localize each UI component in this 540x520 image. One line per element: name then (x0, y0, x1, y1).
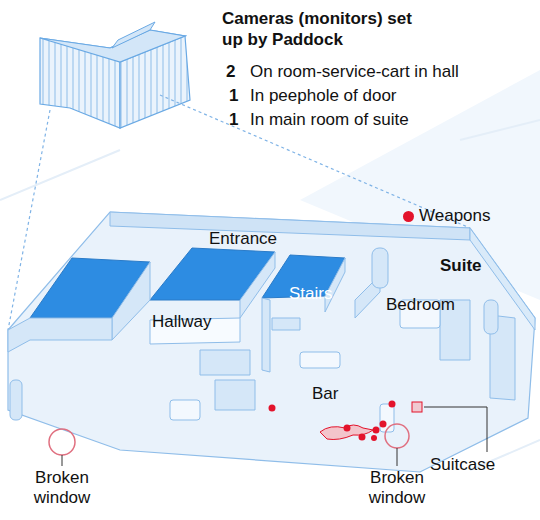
area-label: Bar (312, 384, 338, 404)
note-text: On room-service-cart in hall (250, 62, 459, 82)
hotel-thumbnail (40, 22, 190, 128)
leader-lines (62, 407, 487, 466)
area-label: Stairs (289, 284, 332, 304)
legend-text: Weapons (419, 206, 491, 226)
side-wall (470, 228, 535, 330)
area-label: Suite (440, 256, 482, 276)
note-text: In main room of suite (250, 110, 409, 130)
callout-number: 1 (229, 110, 238, 130)
callout-label: Broken window (357, 468, 437, 508)
area-label: Hallway (152, 312, 212, 332)
note-text: In peephole of door (250, 86, 397, 106)
legend-swatch (403, 211, 414, 222)
callout-label: Broken window (22, 468, 102, 508)
weapon-dots (269, 401, 396, 442)
title: Cameras (monitors) set up by Paddock (222, 8, 412, 50)
callout-number: 2 (226, 62, 235, 82)
broken-window-markers (49, 424, 409, 455)
adjacent-rooms (30, 248, 345, 318)
callout-label: Suitcase (430, 455, 495, 475)
interior-walls (8, 252, 515, 410)
area-label: Entrance (209, 229, 277, 249)
body-outline (320, 425, 373, 440)
back-wall (110, 212, 470, 240)
area-label: Bedroom (386, 295, 455, 315)
floor (8, 212, 535, 472)
callout-number: 1 (229, 86, 238, 106)
columns (10, 248, 498, 420)
